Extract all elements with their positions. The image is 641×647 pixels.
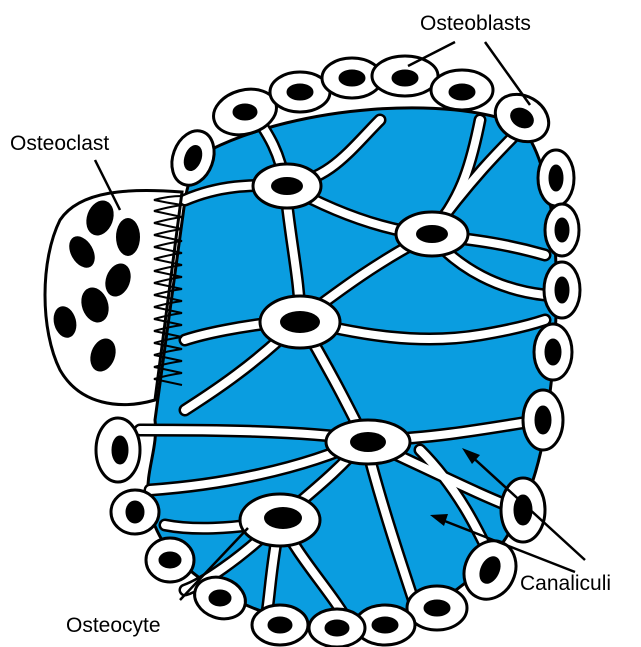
- label-canaliculi: Canaliculi: [520, 572, 611, 595]
- osteoblast-cell: [431, 70, 493, 110]
- osteoblast-cell: [111, 490, 159, 534]
- osteocyte-cell: [260, 296, 340, 348]
- osteoblast-cell: [96, 418, 140, 482]
- osteoblast-cell: [545, 204, 579, 256]
- osteoblast-cell: [372, 56, 438, 96]
- label-osteoblasts: Osteoblasts: [420, 12, 531, 35]
- label-osteocyte: Osteocyte: [66, 614, 161, 637]
- label-osteoclast: Osteoclast: [10, 132, 109, 155]
- osteoblast-cell: [538, 150, 574, 206]
- osteoblast-cell: [523, 390, 563, 450]
- osteoblast-cell: [544, 262, 580, 318]
- osteoblast-cell: [534, 324, 572, 380]
- osteoblast-cell: [309, 609, 365, 647]
- osteocyte-cell: [326, 420, 410, 464]
- osteoblast-cell: [252, 605, 308, 645]
- osteocyte-cell: [396, 212, 468, 256]
- osteoblast-cell: [146, 538, 194, 582]
- osteocyte-cell: [253, 164, 321, 208]
- osteocyte-cell: [240, 494, 320, 546]
